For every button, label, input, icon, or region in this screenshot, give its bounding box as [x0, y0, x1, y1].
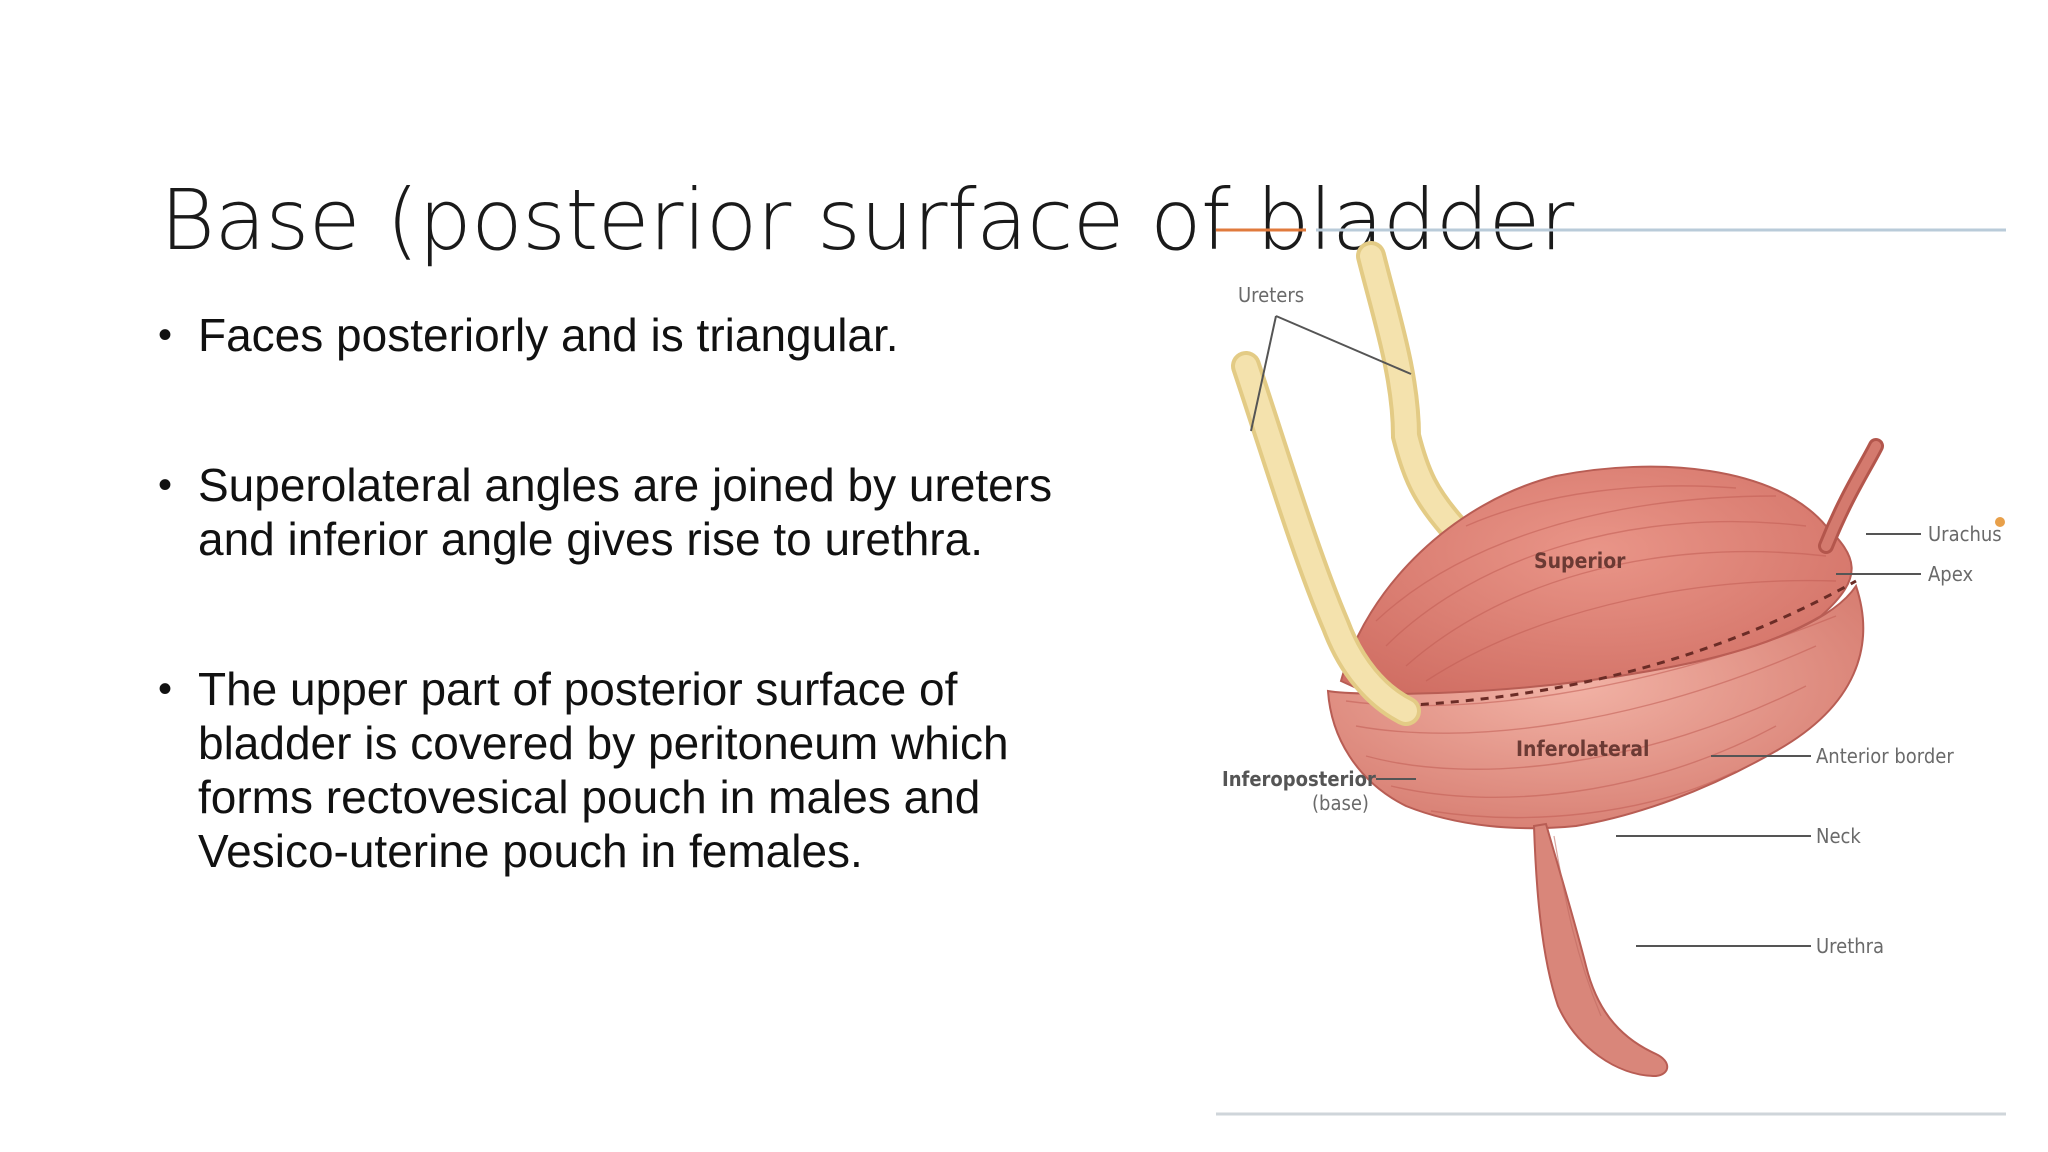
bullet-item: Superolateral angles are joined by urete…: [158, 458, 1078, 566]
bullet-list: Faces posteriorly and is triangular. Sup…: [158, 308, 1078, 878]
label-ureters: Ureters: [1238, 283, 1304, 307]
bladder-diagram: Ureters Urachus Apex Superior Inferolate…: [1216, 226, 2006, 1124]
label-superior: Superior: [1534, 549, 1626, 573]
edge-mark: [1995, 517, 2005, 527]
bladder-illustration: Ureters Urachus Apex Superior Inferolate…: [1216, 228, 2006, 1116]
label-neck: Neck: [1816, 824, 1861, 848]
bullet-item: The upper part of posterior surface of b…: [158, 662, 1078, 878]
label-anterior-border: Anterior border: [1816, 744, 1954, 768]
label-base: (base): [1312, 791, 1369, 815]
label-inferoposterior: Inferoposterior: [1222, 767, 1376, 791]
bullet-item: Faces posteriorly and is triangular.: [158, 308, 1078, 362]
label-inferolateral: Inferolateral: [1516, 737, 1649, 761]
label-apex: Apex: [1928, 562, 1973, 586]
label-urethra: Urethra: [1816, 934, 1884, 958]
urethra: [1532, 822, 1669, 1078]
slide-title: Base (posterior surface of bladder: [160, 171, 1574, 270]
bladder-body: [1326, 465, 1865, 830]
label-urachus: Urachus: [1928, 522, 2002, 546]
